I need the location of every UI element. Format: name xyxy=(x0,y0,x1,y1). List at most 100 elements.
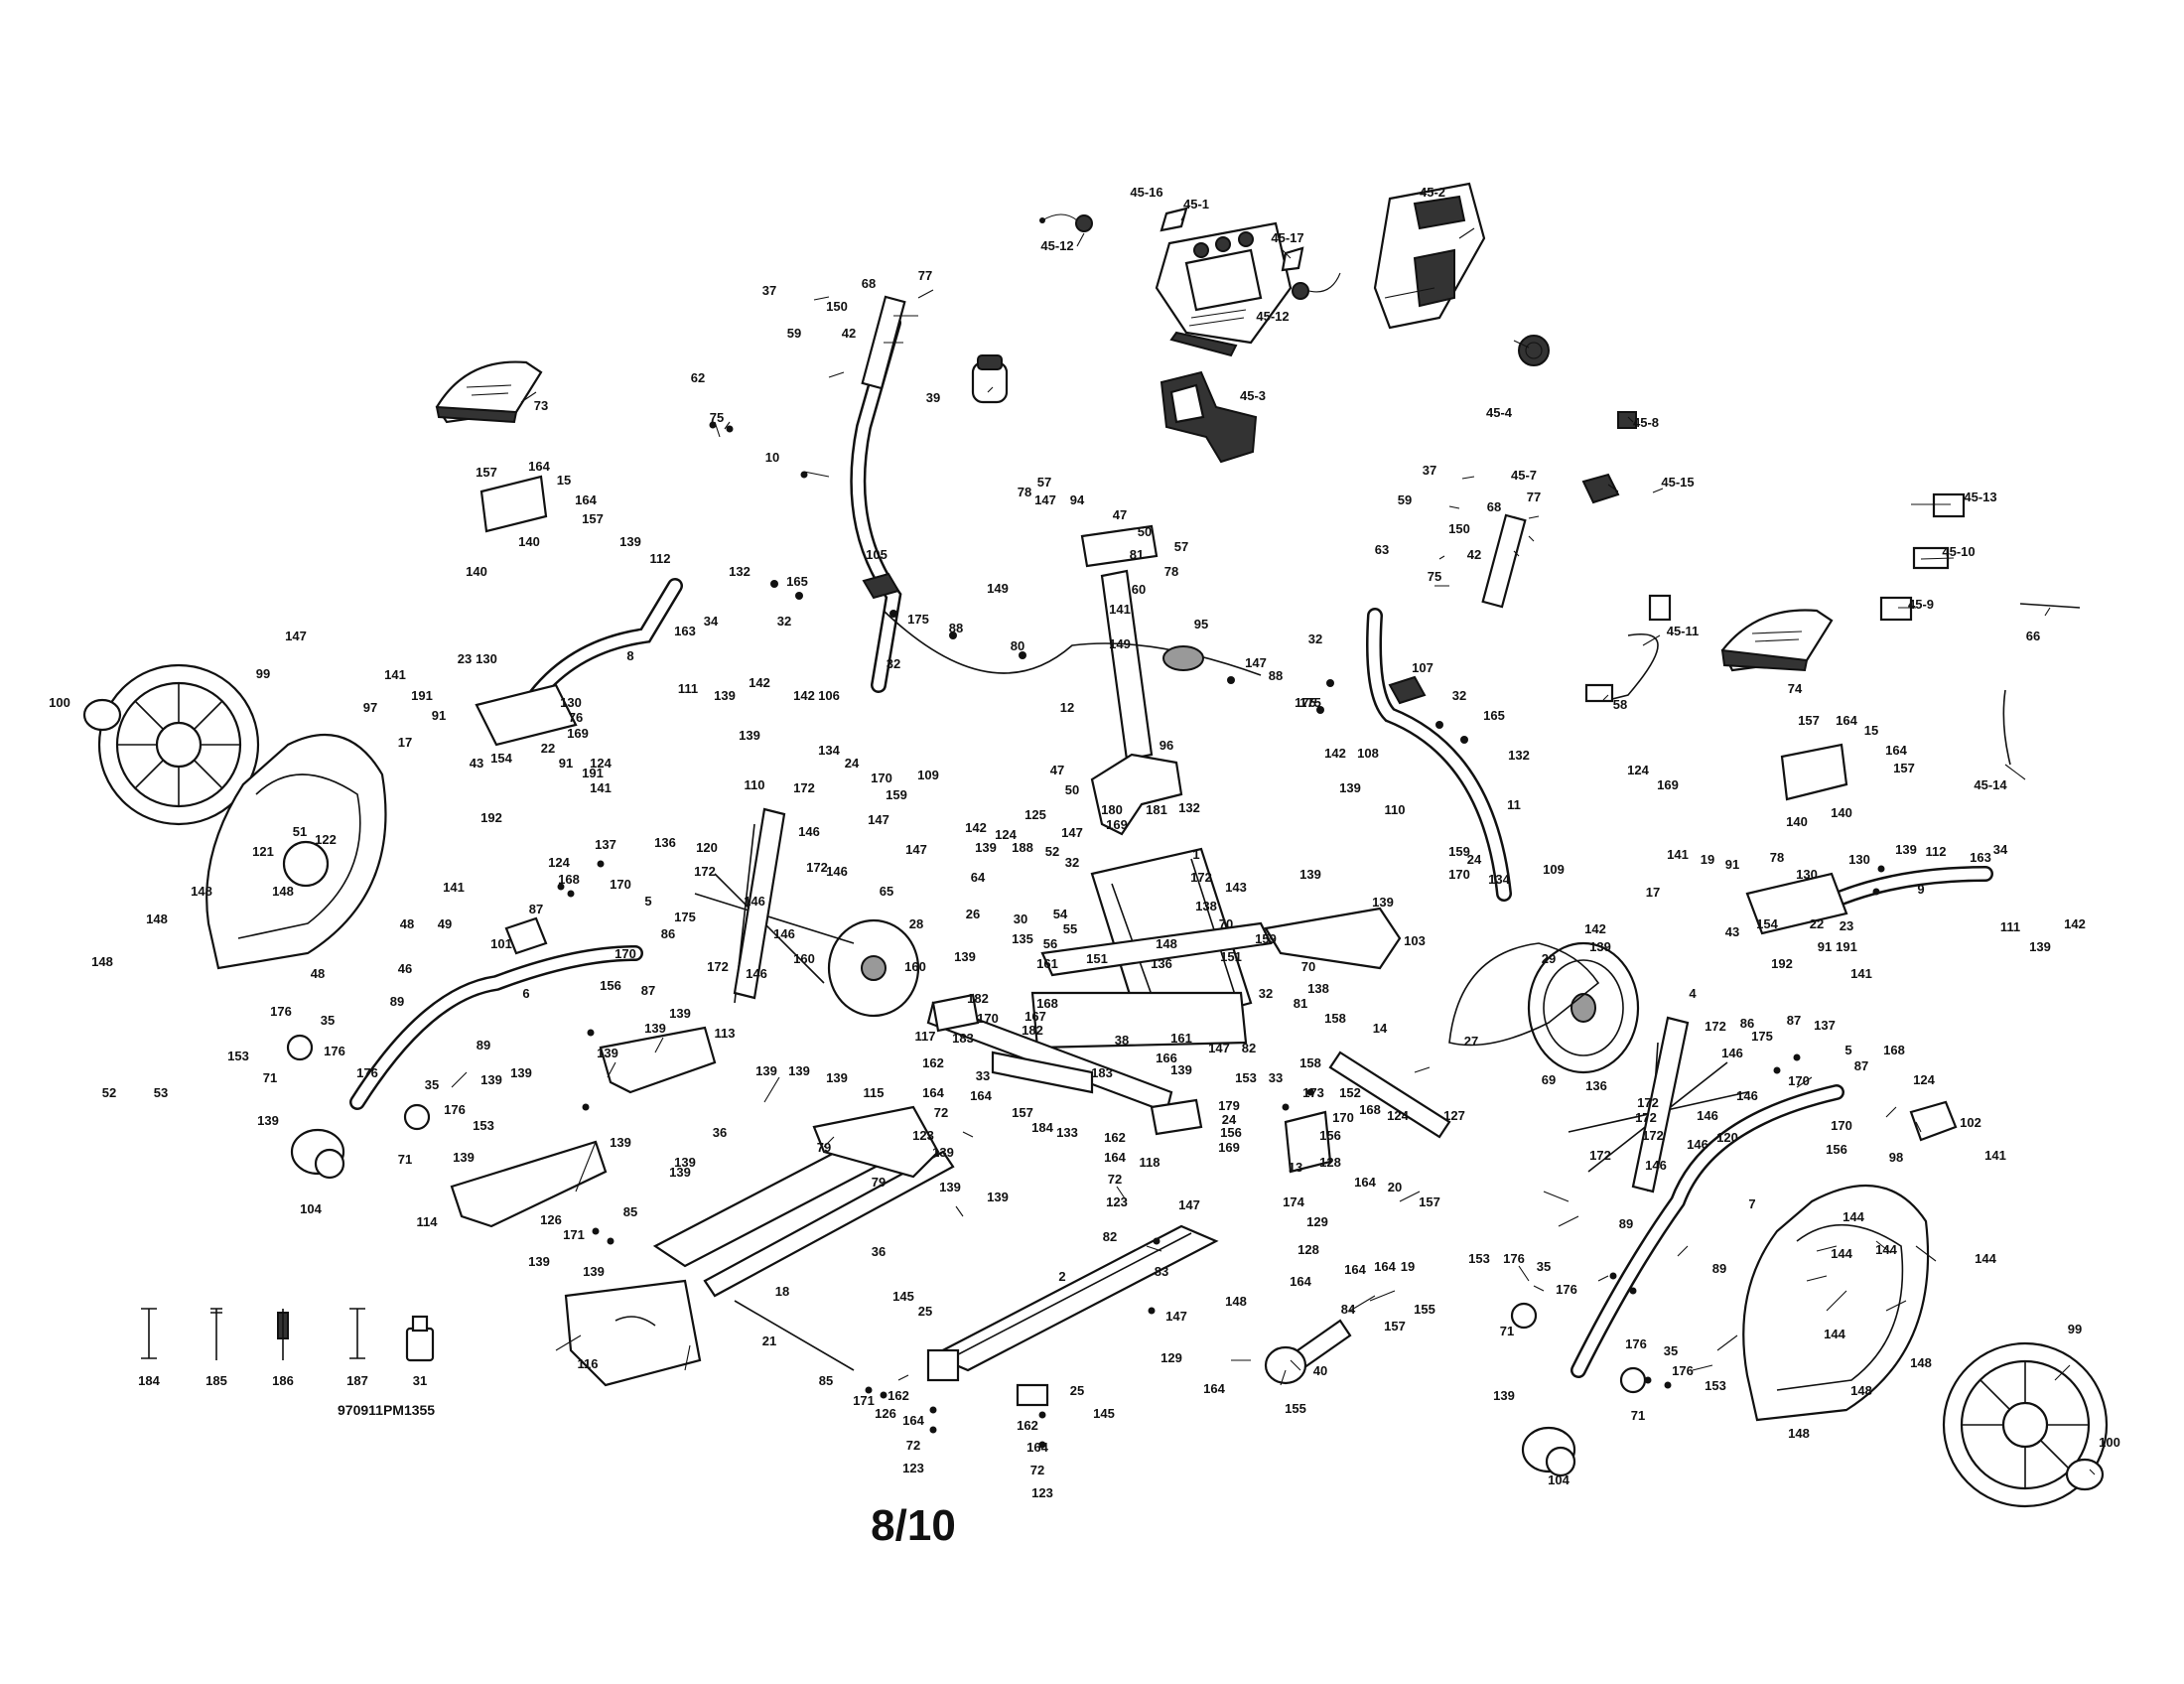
label-181: 181 xyxy=(1146,802,1167,817)
part-58 xyxy=(1584,683,1614,703)
label-152: 152 xyxy=(1339,1085,1361,1100)
label-150-a: 150 xyxy=(826,299,848,314)
wire-66 xyxy=(2019,603,2081,609)
label-91-a: 91 xyxy=(432,708,446,723)
label-45-12-b: 45-12 xyxy=(1256,309,1289,324)
label-98: 98 xyxy=(1889,1150,1903,1165)
label-34-a: 34 xyxy=(704,614,719,629)
label-85-b: 85 xyxy=(819,1373,833,1388)
label-45-17: 45-17 xyxy=(1271,230,1303,245)
label-139-r: 139 xyxy=(610,1135,631,1150)
label-32-e: 32 xyxy=(1259,986,1273,1001)
label-48-a: 48 xyxy=(400,916,414,931)
roller-95 xyxy=(1162,645,1204,671)
label-170-a: 170 xyxy=(610,877,631,892)
label-162-c: 162 xyxy=(887,1388,909,1403)
speaker-45-4 xyxy=(1518,335,1550,366)
label-115: 115 xyxy=(864,1085,885,1100)
label-156-a: 156 xyxy=(600,978,621,993)
label-32-c: 32 xyxy=(1308,632,1322,646)
label-45-7: 45-7 xyxy=(1511,468,1537,483)
label-184: 184 xyxy=(1031,1120,1053,1135)
label-146-a: 146 xyxy=(798,824,820,839)
label-144-b: 144 xyxy=(1831,1246,1852,1261)
label-32-f: 32 xyxy=(1452,688,1466,703)
label-180: 180 xyxy=(1101,802,1123,817)
label-164-h: 164 xyxy=(1374,1259,1396,1274)
label-126-b: 126 xyxy=(875,1406,896,1421)
label-147-e: 147 xyxy=(1245,655,1267,670)
label-142-d: 142 xyxy=(1324,746,1346,761)
label-146-d: 146 xyxy=(773,926,795,941)
screwdriver-icon xyxy=(277,1309,289,1360)
label-29: 29 xyxy=(1542,951,1556,966)
label-27: 27 xyxy=(1464,1034,1478,1049)
label-172-f: 172 xyxy=(1705,1019,1726,1034)
label-146-f: 146 xyxy=(1721,1046,1743,1060)
label-21: 21 xyxy=(762,1333,776,1348)
hub-cap-100-right xyxy=(2065,1458,2105,1491)
crossbar-frame-183 xyxy=(926,1001,1173,1114)
label-149-a: 149 xyxy=(987,581,1009,596)
label-139-o: 139 xyxy=(788,1063,810,1078)
label-50-a: 50 xyxy=(1138,524,1152,539)
label-71-a: 71 xyxy=(263,1070,277,1085)
label-120-a: 120 xyxy=(696,840,718,855)
label-142-e: 142 xyxy=(1584,921,1606,936)
label-139-g: 139 xyxy=(1170,1062,1192,1077)
label-118: 118 xyxy=(1140,1155,1160,1170)
label-124-a: 124 xyxy=(590,756,612,771)
label-139-j: 139 xyxy=(826,1070,848,1085)
label-151-a: 151 xyxy=(1086,951,1108,966)
label-64: 64 xyxy=(971,870,986,885)
label-168-c: 168 xyxy=(1359,1102,1381,1117)
label-141-f: 141 xyxy=(1850,966,1872,981)
crank-arm-4 xyxy=(1568,1016,1748,1193)
label-45-12-a: 45-12 xyxy=(1040,238,1073,253)
label-35-c: 35 xyxy=(1537,1259,1551,1274)
label-141-g: 141 xyxy=(1984,1148,2006,1163)
page-number: 8/10 xyxy=(871,1501,956,1550)
cover-115 xyxy=(812,1105,940,1179)
cover-113 xyxy=(599,1026,717,1094)
label-153-e: 153 xyxy=(1705,1378,1726,1393)
label-139-c: 139 xyxy=(714,688,736,703)
label-139-b: 139 xyxy=(257,1113,279,1128)
label-81-a: 81 xyxy=(1130,547,1144,562)
label-71-b: 71 xyxy=(398,1152,412,1167)
label-142-c: 142 xyxy=(965,820,987,835)
label-155-a: 155 xyxy=(1414,1302,1435,1317)
label-124-e: 124 xyxy=(1627,763,1649,777)
label-46-a: 46 xyxy=(398,961,412,976)
label-129-a: 129 xyxy=(1306,1214,1328,1229)
label-91-c: 91 xyxy=(1725,857,1739,872)
label-123-a: 123 xyxy=(912,1128,934,1143)
label-139-n: 139 xyxy=(755,1063,777,1078)
label-77-b: 77 xyxy=(1527,490,1541,504)
label-10: 10 xyxy=(765,450,779,465)
label-154-a: 154 xyxy=(490,751,512,766)
label-141-b: 141 xyxy=(590,780,612,795)
label-147-a: 147 xyxy=(285,629,307,643)
label-157-a: 157 xyxy=(476,465,497,480)
label-55: 55 xyxy=(1063,921,1077,936)
label-72-c: 72 xyxy=(906,1438,920,1453)
label-45-16: 45-16 xyxy=(1130,185,1162,200)
label-159-a: 159 xyxy=(886,787,907,802)
label-160-b: 160 xyxy=(904,959,926,974)
wheel-cover-99-left xyxy=(97,663,260,826)
label-174: 174 xyxy=(1283,1194,1304,1209)
label-11: 11 xyxy=(1507,797,1521,812)
diagram-reference-code: 970911PM1355 xyxy=(338,1402,436,1418)
label-63: 63 xyxy=(1375,542,1389,557)
label-62: 62 xyxy=(691,370,705,385)
label-79-b: 79 xyxy=(872,1175,886,1190)
label-167: 167 xyxy=(1024,1009,1046,1024)
label-141-d: 141 xyxy=(1109,602,1131,617)
label-175-b: 175 xyxy=(907,612,929,627)
label-81-b: 81 xyxy=(1294,996,1307,1011)
label-116: 116 xyxy=(578,1356,599,1371)
label-164-b: 164 xyxy=(575,492,597,507)
